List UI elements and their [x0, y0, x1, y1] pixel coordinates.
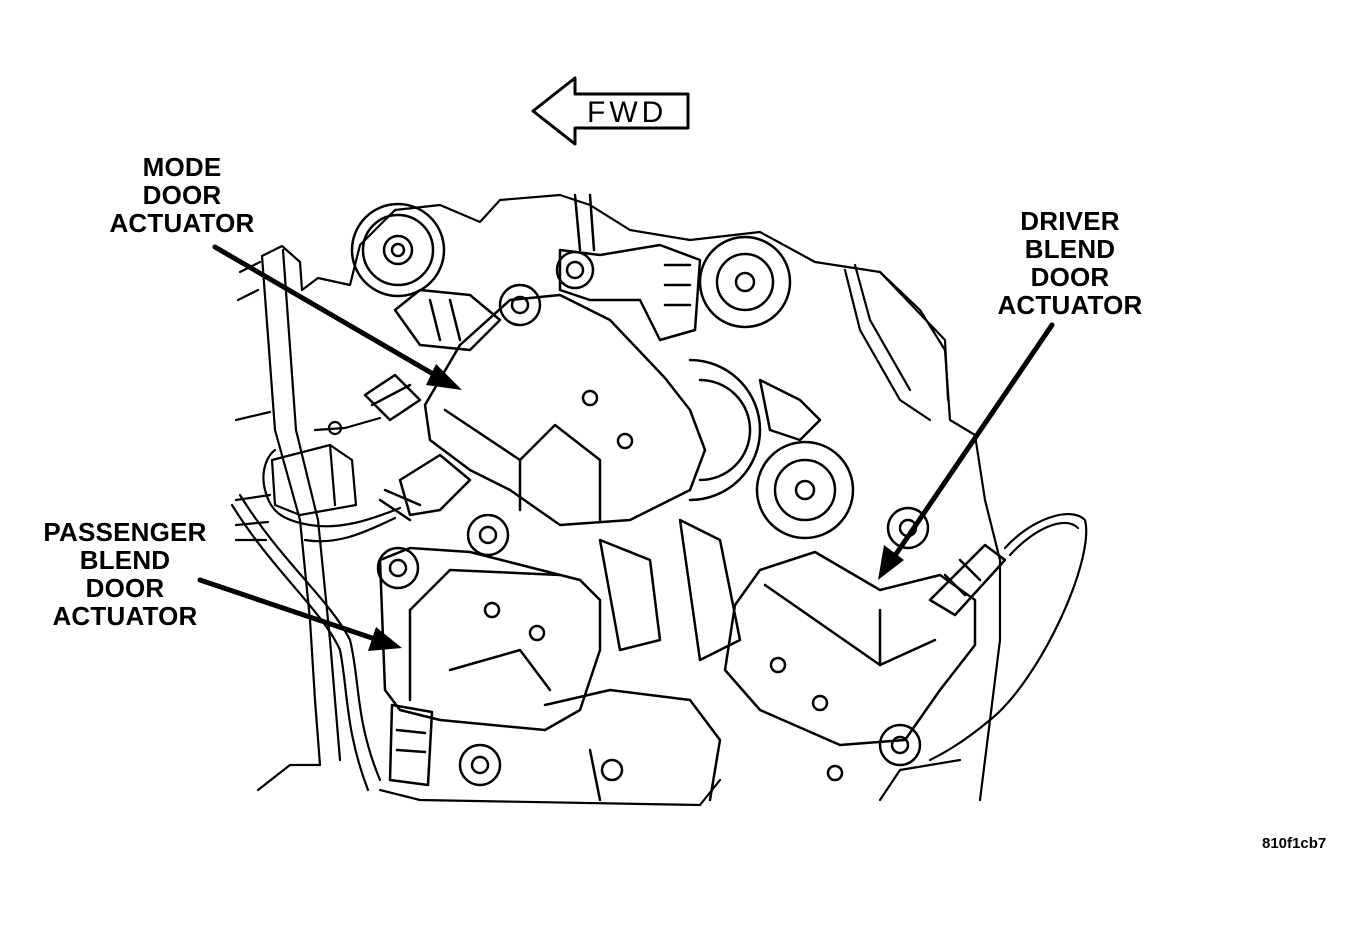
label-line: BLEND — [1024, 234, 1116, 264]
label-line: DRIVER — [1020, 206, 1120, 236]
wiring-harness — [230, 416, 1088, 792]
passenger-leader-line — [197, 577, 381, 643]
label-line: BLEND — [79, 545, 171, 575]
driver-leader-line — [889, 322, 1055, 563]
driver-blend-door-actuator-label: DRIVER BLEND DOOR ACTUATOR — [985, 207, 1155, 319]
mode-arrowhead — [426, 364, 462, 390]
label-line: ACTUATOR — [52, 601, 198, 631]
figure-id: 810f1cb7 — [1262, 835, 1327, 852]
passenger-blend-door-actuator-label: PASSENGER BLEND DOOR ACTUATOR — [30, 518, 220, 630]
label-line: PASSENGER — [43, 517, 207, 547]
fwd-arrow: FWD — [531, 76, 690, 146]
label-line: ACTUATOR — [109, 208, 255, 238]
blower-pulleys — [350, 202, 855, 540]
fwd-label: FWD — [587, 96, 667, 129]
mode-leader-line — [212, 244, 443, 381]
label-line: DOOR — [1030, 262, 1110, 292]
passenger-arrowhead — [368, 627, 402, 651]
mode-door-actuator — [363, 293, 707, 557]
label-line: DOOR — [142, 180, 222, 210]
label-line: ACTUATOR — [997, 290, 1143, 320]
leader-arrows — [197, 244, 1055, 643]
hvac-housing — [234, 193, 1002, 807]
leader-arrowheads — [368, 364, 904, 651]
label-line: DOOR — [85, 573, 165, 603]
label-line: MODE — [142, 152, 222, 182]
driver-arrowhead — [878, 545, 904, 580]
door-linkages — [393, 193, 822, 662]
passenger-blend-door-actuator — [376, 546, 722, 802]
mode-door-actuator-label: MODE DOOR ACTUATOR — [92, 153, 272, 237]
